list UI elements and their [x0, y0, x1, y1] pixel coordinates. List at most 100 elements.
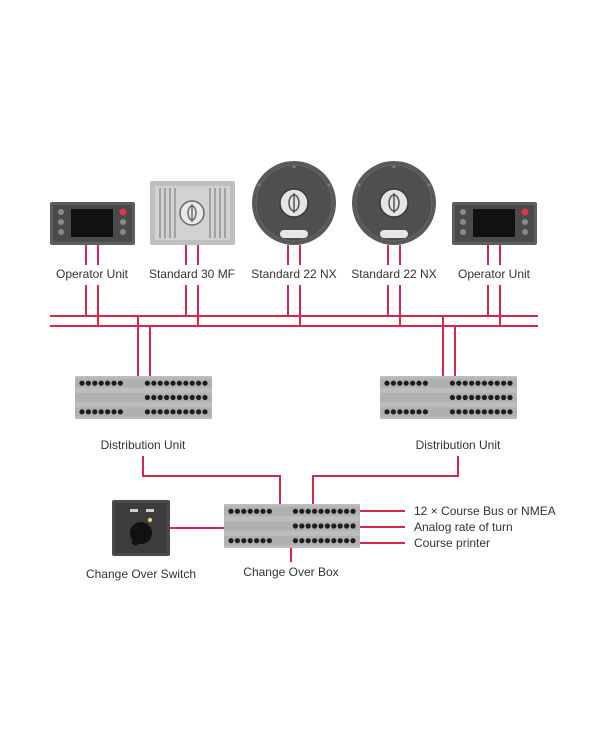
distribution-unit-right-label: Distribution Unit: [416, 438, 501, 452]
terminal-dot: [331, 508, 337, 514]
output-label-course-printer: Course printer: [414, 536, 490, 550]
terminal-dot: [92, 380, 98, 386]
terminal-dot: [422, 409, 428, 415]
terminal-dot: [410, 409, 416, 415]
terminal-dot: [501, 380, 507, 386]
terminal-dot: [196, 380, 202, 386]
indicator-light: [147, 517, 153, 523]
terminal-strip: [75, 407, 212, 417]
terminal-dot: [312, 508, 318, 514]
terminal-dot: [337, 538, 343, 544]
terminal-dot: [157, 394, 163, 401]
terminal-dot: [456, 394, 462, 401]
terminal-dot: [397, 380, 403, 386]
terminal-dot: [151, 394, 157, 401]
terminal-dot: [475, 409, 481, 415]
terminal-dot: [79, 380, 85, 386]
terminal-dot: [488, 380, 494, 386]
terminal-dot: [403, 409, 409, 415]
terminal-strip: [380, 378, 517, 388]
terminal-dot: [449, 409, 455, 415]
terminal-strip: [380, 407, 517, 417]
cooling-fins: [159, 188, 226, 238]
terminal-dot: [331, 538, 337, 544]
terminal-dot: [202, 394, 208, 401]
terminal-dot: [481, 380, 487, 386]
operator-unit-right: [452, 202, 537, 245]
terminal-dot: [79, 409, 85, 415]
terminal-dot: [416, 380, 422, 386]
terminal-dot: [170, 380, 176, 386]
terminal-dot: [312, 523, 318, 529]
terminal-dot: [305, 523, 311, 529]
change-over-switch: [112, 500, 170, 556]
standard-22-nx-b-label: Standard 22 NX: [351, 267, 436, 281]
change-over-box: [224, 504, 360, 548]
terminal-dot: [488, 409, 494, 415]
terminal-dot: [384, 380, 390, 386]
terminal-dot: [462, 394, 468, 401]
terminal-dot: [318, 508, 324, 514]
status-window: [280, 230, 308, 238]
terminal-dot: [449, 380, 455, 386]
side-button: [120, 229, 126, 235]
standard-22-nx-a-label: Standard 22 NX: [251, 267, 336, 281]
terminal-dot: [254, 508, 260, 514]
terminal-dot: [494, 409, 500, 415]
terminal-dot: [189, 409, 195, 415]
terminal-strip: [75, 392, 212, 403]
terminal-dot: [494, 394, 500, 401]
terminal-dot: [390, 380, 396, 386]
status-window: [380, 230, 408, 238]
terminal-dot: [202, 380, 208, 386]
distribution-unit-left: [75, 376, 212, 419]
terminal-dot: [266, 538, 272, 544]
terminal-dot: [111, 380, 117, 386]
terminal-dot: [228, 538, 234, 544]
terminal-dot: [469, 380, 475, 386]
terminal-dot: [507, 409, 513, 415]
wiring: [50, 245, 538, 562]
change-over-switch-label: Change Over Switch: [86, 567, 196, 581]
terminal-dot: [481, 409, 487, 415]
output-label-course-bus: 12 × Course Bus or NMEA: [414, 504, 556, 518]
terminal-dot: [462, 380, 468, 386]
terminal-dot: [456, 380, 462, 386]
terminal-dot: [416, 409, 422, 415]
operator-unit-left: [50, 202, 135, 245]
terminal-dot: [183, 409, 189, 415]
terminal-dot: [189, 394, 195, 401]
terminal-dot: [331, 523, 337, 529]
terminal-dot: [344, 538, 350, 544]
standard-30-mf: [150, 181, 235, 245]
terminal-dot: [449, 394, 455, 401]
distribution-unit-left-label: Distribution Unit: [101, 438, 186, 452]
side-button: [460, 219, 466, 225]
terminal-dot: [117, 409, 123, 415]
terminal-dot: [196, 409, 202, 415]
terminal-dot: [384, 409, 390, 415]
terminal-dot: [469, 409, 475, 415]
terminal-dot: [176, 380, 182, 386]
terminal-dot: [183, 380, 189, 386]
terminal-dot: [462, 409, 468, 415]
terminal-dot: [318, 538, 324, 544]
terminal-dot: [397, 409, 403, 415]
output-label-analog-rot: Analog rate of turn: [414, 520, 513, 534]
terminal-dot: [151, 380, 157, 386]
side-button: [120, 219, 126, 225]
terminal-dot: [144, 394, 150, 401]
terminal-dot: [234, 538, 240, 544]
terminal-dot: [183, 394, 189, 401]
terminal-dot: [176, 409, 182, 415]
terminal-dot: [241, 538, 247, 544]
terminal-dot: [299, 538, 305, 544]
terminal-dot: [494, 380, 500, 386]
wire-dist-left-to-cob: [142, 456, 281, 504]
terminal-dot: [350, 538, 356, 544]
screen: [71, 209, 113, 237]
terminal-dot: [151, 409, 157, 415]
terminal-dot: [403, 380, 409, 386]
terminal-dot: [266, 508, 272, 514]
terminal-dot: [164, 409, 170, 415]
